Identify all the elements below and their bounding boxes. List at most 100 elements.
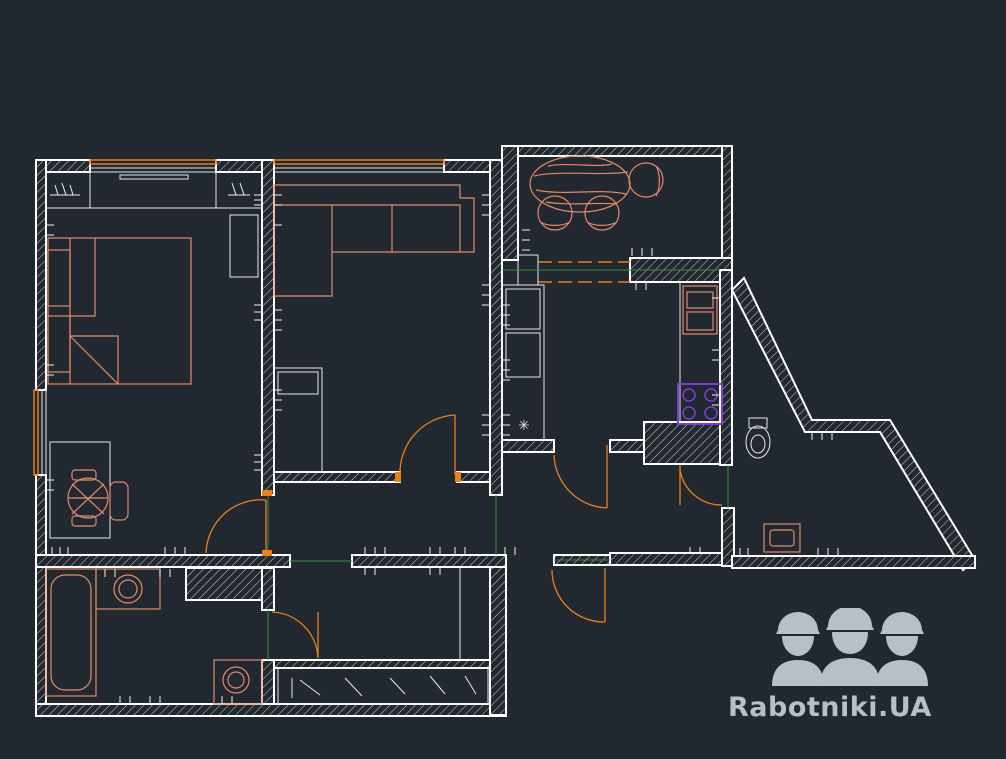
kitchen-furniture: ✳ bbox=[501, 281, 723, 441]
balcony-chair-2 bbox=[584, 195, 620, 231]
socket-kitchen-left-wall bbox=[502, 304, 510, 436]
socket-living-right-wall bbox=[482, 194, 490, 436]
door-jamb-2 bbox=[262, 550, 272, 556]
bed-blanket-fold bbox=[69, 335, 119, 385]
socket-row-bedroom-1 bbox=[50, 182, 80, 196]
opening-lines bbox=[267, 269, 729, 660]
kitchen-sink-drain bbox=[686, 311, 714, 331]
socket-wc-diagonal bbox=[811, 432, 833, 440]
door-bath-swing bbox=[271, 611, 319, 659]
door-jamb-3 bbox=[395, 472, 401, 482]
storage-closet bbox=[277, 667, 489, 705]
wall-storage-top bbox=[351, 554, 507, 568]
wall-left-upper bbox=[35, 159, 47, 391]
window-living bbox=[273, 159, 445, 165]
window-bedroom-side-inner bbox=[41, 389, 47, 476]
bath-sink-bowl bbox=[118, 579, 138, 599]
socket-corridor-top bbox=[364, 547, 516, 555]
socket-bedroom-bottom bbox=[51, 547, 186, 555]
bathroom-fixtures bbox=[45, 568, 263, 705]
wall-bottom bbox=[35, 703, 507, 717]
wall-right-corridor bbox=[489, 554, 507, 716]
wardrobe-inner bbox=[89, 171, 217, 209]
worker-figure-right bbox=[876, 612, 928, 686]
socket-row-bedroom-1-symbol bbox=[50, 182, 80, 196]
wall-kitchen-corridor bbox=[501, 439, 555, 453]
socket-balcony bbox=[522, 229, 653, 290]
worker-figure-center bbox=[820, 608, 880, 686]
watermark-text: Rabotniki.UA bbox=[728, 692, 932, 723]
desk bbox=[49, 441, 111, 539]
wall-living-kitchen bbox=[489, 159, 503, 496]
worker-figure-right-crest bbox=[898, 614, 906, 630]
door-jamb-4 bbox=[455, 472, 461, 482]
door-wc-swing bbox=[679, 469, 723, 506]
wc-sink-bowl bbox=[769, 529, 795, 547]
worker-figure-right-body bbox=[876, 660, 928, 686]
wall-balcony-top bbox=[501, 145, 733, 157]
bed-pillow-2 bbox=[47, 315, 71, 373]
wall-balcony-right bbox=[721, 145, 733, 261]
balcony-furniture bbox=[529, 155, 664, 231]
kitchen-cabinet-2 bbox=[505, 332, 541, 378]
office-chair-base bbox=[68, 483, 108, 515]
office-chair bbox=[67, 469, 129, 527]
doors bbox=[205, 414, 723, 659]
office-chair-back bbox=[109, 481, 129, 521]
worker-figure-right-face bbox=[886, 636, 918, 656]
door-storage-swing bbox=[551, 569, 606, 623]
stove-burner-4 bbox=[704, 406, 718, 420]
wall-kitchen-right bbox=[719, 269, 733, 466]
wall-storage-bottom bbox=[273, 659, 491, 669]
wc-sink bbox=[763, 523, 801, 553]
walls bbox=[35, 145, 977, 717]
kitchen-sink bbox=[682, 285, 718, 335]
worker-figure-left-crest bbox=[794, 614, 802, 630]
wall-left-bath bbox=[35, 564, 47, 716]
double-bed bbox=[47, 237, 192, 385]
table-wood-grain bbox=[533, 163, 629, 205]
bathtub-inner bbox=[50, 574, 92, 691]
office-chair-arm-2 bbox=[71, 515, 97, 527]
door-jamb-1 bbox=[262, 490, 272, 496]
wall-living-bottom bbox=[273, 471, 401, 483]
wall-kitchen-stub bbox=[609, 439, 645, 453]
worker-figure-left bbox=[772, 612, 824, 686]
windows bbox=[33, 159, 630, 476]
bed-pillow-1 bbox=[47, 249, 71, 307]
worker-figure-left-face bbox=[782, 636, 814, 656]
socket-wc-bottom bbox=[689, 547, 839, 556]
worker-figure-center-body bbox=[820, 658, 880, 686]
worker-figure-left-body bbox=[772, 660, 824, 686]
corner-sofa-cushions bbox=[274, 204, 461, 252]
stove bbox=[677, 383, 723, 425]
wall-diagonal-room bbox=[730, 276, 977, 572]
wc-fixtures bbox=[745, 417, 801, 553]
bath-sink bbox=[113, 574, 143, 604]
toilet-tank bbox=[748, 417, 768, 429]
socket-kitchen-right-wall bbox=[712, 297, 720, 406]
wall-bath-block bbox=[185, 567, 263, 601]
kitchen-cabinet-1 bbox=[505, 288, 541, 330]
wall-left-lower bbox=[35, 474, 47, 566]
storage-wardrobe bbox=[277, 567, 489, 705]
living-room-furniture bbox=[273, 184, 475, 473]
electrical-sockets bbox=[46, 182, 839, 704]
tv-screen bbox=[277, 371, 319, 395]
stove-burner-1 bbox=[682, 388, 696, 402]
bed-blanket bbox=[69, 238, 119, 384]
socket-bedroom-wall bbox=[254, 194, 262, 471]
corner-sofa bbox=[273, 184, 475, 297]
balcony-chair-3 bbox=[628, 162, 664, 198]
window-bedroom-inner bbox=[89, 167, 217, 173]
wall-diagonal-bottom bbox=[731, 555, 976, 569]
stove-burner-3 bbox=[682, 406, 696, 420]
nightstand bbox=[229, 214, 259, 278]
wall-bath-mid bbox=[261, 567, 275, 611]
office-chair-arm-1 bbox=[71, 469, 97, 481]
socket-row-bedroom-2-symbol bbox=[228, 182, 250, 196]
worker-figure-center-crest bbox=[846, 608, 854, 626]
radiator-bedroom bbox=[119, 174, 189, 180]
window-bedroom-side bbox=[33, 389, 39, 476]
